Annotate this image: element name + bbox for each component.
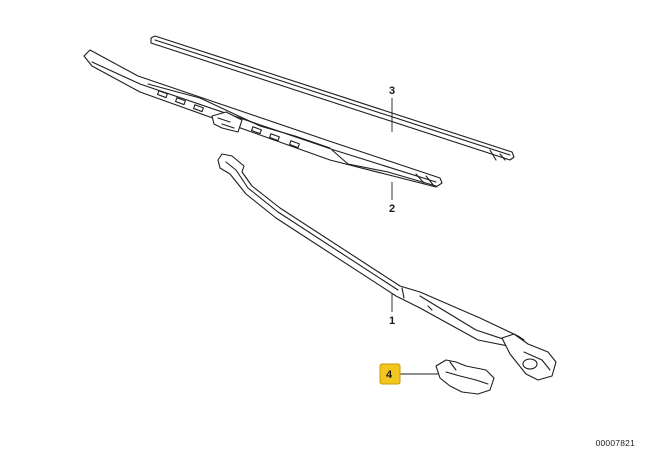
- callout-3: 3: [389, 85, 395, 97]
- wiper-arm-cap: [435, 359, 495, 395]
- wiper-blade: [83, 49, 443, 188]
- wiper-rubber-insert: [150, 35, 515, 161]
- diagram-reference-number: 00007821: [595, 438, 635, 448]
- callout-4: 4: [386, 369, 393, 381]
- wiper-arm: [217, 153, 557, 381]
- callout-2: 2: [389, 203, 395, 215]
- callout-1: 1: [389, 315, 395, 327]
- callout-4-highlight: [379, 363, 401, 385]
